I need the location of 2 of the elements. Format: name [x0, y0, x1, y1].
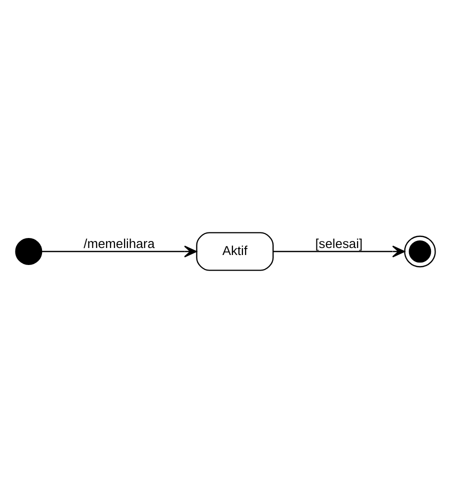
edge-label: [selesai] [315, 236, 363, 251]
edge-label: /memelihara [84, 236, 155, 251]
